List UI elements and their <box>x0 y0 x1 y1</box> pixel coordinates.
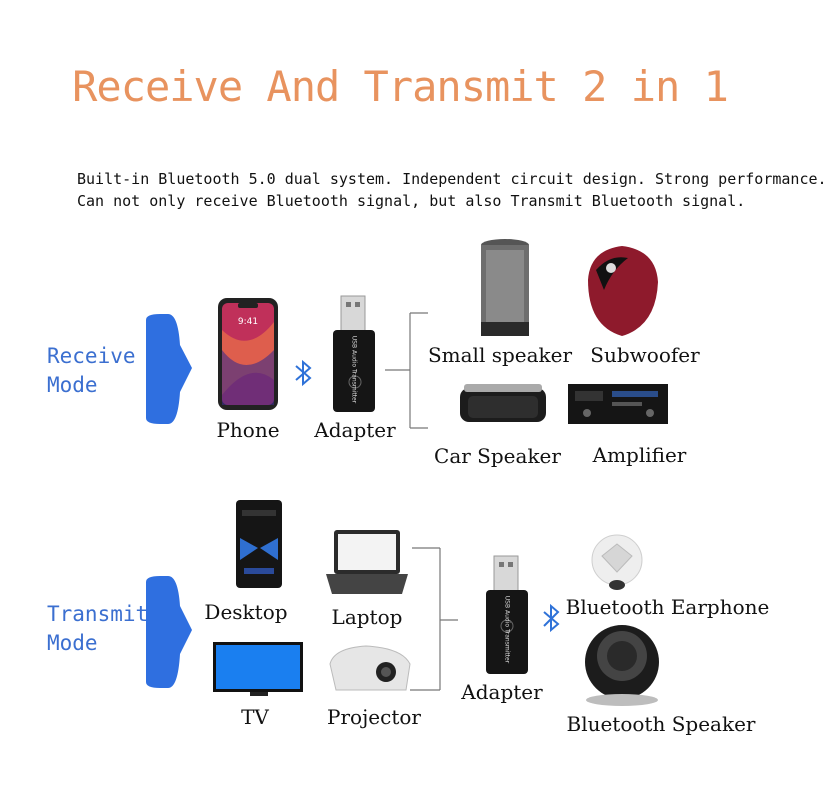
tv-image <box>213 642 303 696</box>
bluetooth-earphone-image <box>591 534 643 590</box>
subwoofer-label: Subwoofer <box>590 343 700 367</box>
receive-bracket <box>385 312 428 429</box>
description-line-2: Can not only receive Bluetooth signal, b… <box>77 192 746 210</box>
phone-image <box>218 298 278 410</box>
laptop-label: Laptop <box>331 605 403 629</box>
transmit-adapter-print: USB Audio Transmitter <box>503 595 511 664</box>
small-speaker-image <box>481 239 529 336</box>
phone-time: 9:41 <box>238 317 258 327</box>
receive-adapter-image <box>333 295 375 412</box>
transmit-bracket <box>410 547 458 691</box>
description-line-1: Built-in Bluetooth 5.0 dual system. Inde… <box>77 170 827 188</box>
projector-label: Projector <box>327 705 421 729</box>
projector-image <box>329 645 411 691</box>
small-speaker-label: Small speaker <box>427 343 573 367</box>
transmit-mode-label: Transmit Mode <box>47 600 148 658</box>
amplifier-label: Amplifier <box>592 443 687 467</box>
laptop-image <box>326 530 408 594</box>
bluetooth-icon-transmit <box>543 603 560 633</box>
receive-mode-line-2: Mode <box>47 373 98 397</box>
bluetooth-earphone-label: Bluetooth Earphone <box>565 595 770 619</box>
transmit-mode-arrow <box>146 576 192 688</box>
bluetooth-speaker-image <box>585 625 659 706</box>
amplifier-image <box>568 384 668 424</box>
receive-mode-line-1: Receive <box>47 344 136 368</box>
page-title: Receive And Transmit 2 in 1 <box>72 62 729 111</box>
transmit-mode-line-1: Transmit <box>47 602 149 626</box>
phone-label: Phone <box>216 418 280 442</box>
receive-adapter-print: USB Audio Transmitter <box>350 335 358 404</box>
desktop-image <box>236 500 282 588</box>
transmit-mode-line-2: Mode <box>47 631 98 655</box>
receive-mode-label: Receive Mode <box>47 342 136 400</box>
transmit-adapter-image <box>486 555 528 674</box>
diagram-graphics: 9:41 <box>146 239 668 706</box>
receive-mode-arrow <box>146 314 192 424</box>
receive-adapter-label: Adapter <box>314 418 396 442</box>
bluetooth-speaker-label: Bluetooth Speaker <box>566 712 756 736</box>
car-speaker-image <box>460 384 546 422</box>
bluetooth-icon-receive <box>295 359 312 387</box>
desktop-label: Desktop <box>204 600 288 624</box>
car-speaker-label: Car Speaker <box>434 444 561 468</box>
tv-label: TV <box>241 705 269 729</box>
subwoofer-image <box>588 246 658 336</box>
transmit-adapter-label: Adapter <box>461 680 543 704</box>
